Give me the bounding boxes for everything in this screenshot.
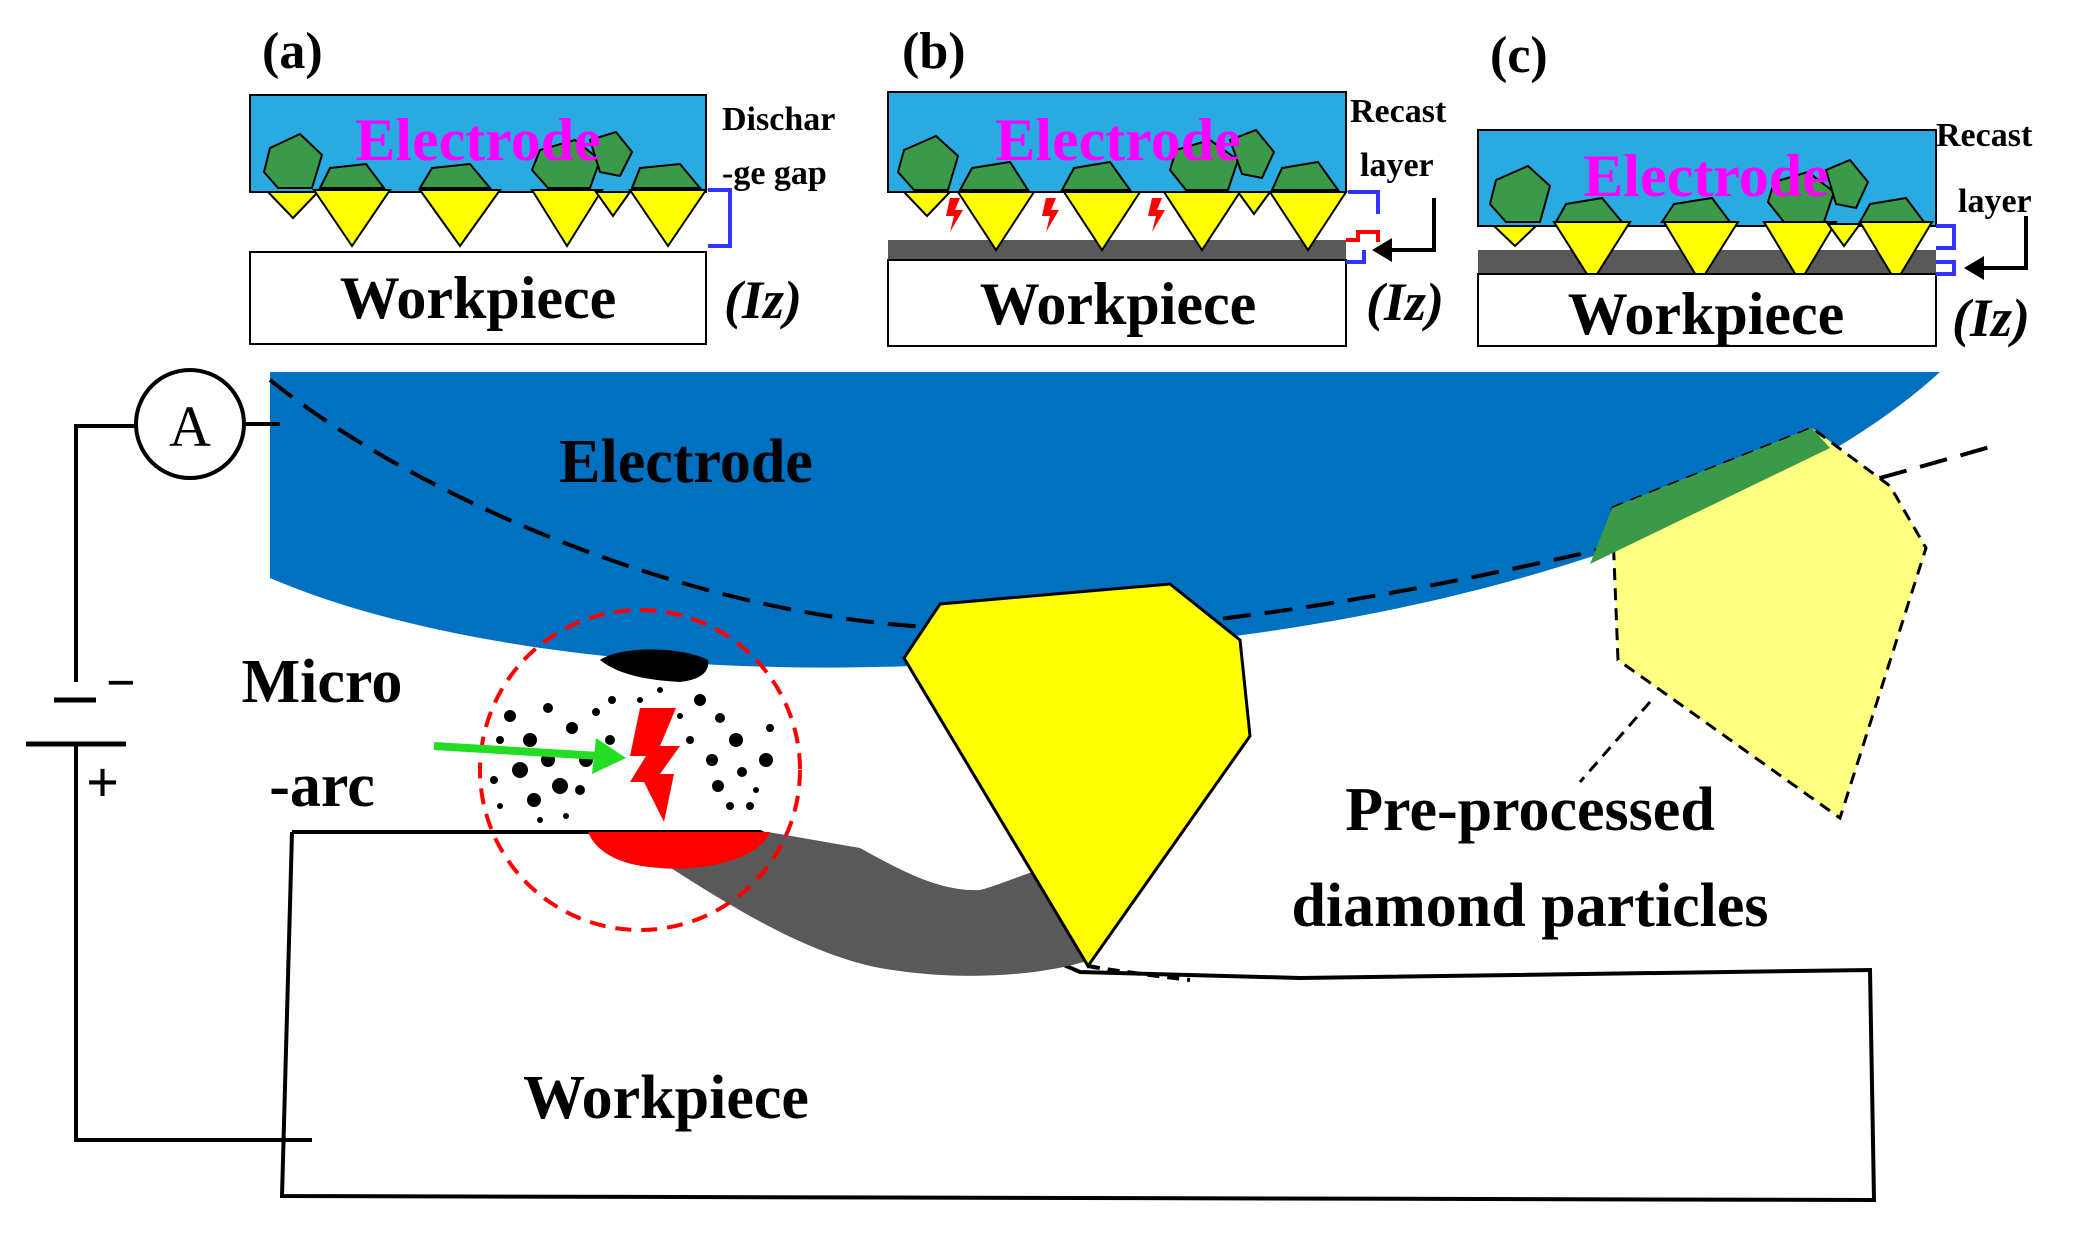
particles-label-2: diamond particles <box>1291 872 1768 940</box>
panel-b-side-line1: Recast <box>1350 93 1447 130</box>
panel-b-diamonds <box>901 191 1348 252</box>
panel-a-label: (a) <box>262 23 323 80</box>
molten-spot <box>588 832 770 869</box>
panel-c-gap-bracket-lower <box>1936 260 1956 276</box>
panel-a-gap-bracket <box>708 188 732 248</box>
panel-c-current: (Iz) <box>1952 288 2030 348</box>
panel-a-diamond-tops <box>262 130 703 189</box>
particles-pointer <box>1578 701 1652 783</box>
panel-b-label: (b) <box>902 23 966 80</box>
circuit-wire-top <box>74 424 136 682</box>
panel-c: (c) Electrode Workpiece Recast layer (Iz… <box>1477 27 2033 348</box>
battery-minus: − <box>106 655 136 712</box>
panel-c-label: (c) <box>1490 27 1548 84</box>
battery-plus: + <box>86 750 119 815</box>
panel-b-current: (Iz) <box>1366 272 1444 332</box>
panel-a-side-line2: -ge gap <box>722 155 827 192</box>
diamond-wear-dashed <box>1087 964 1191 982</box>
panel-b-pointer <box>1386 198 1436 252</box>
micro-arc-label-2: -arc <box>269 752 375 820</box>
panel-a-workpiece <box>249 251 707 345</box>
panel-b-recast-layer <box>888 240 1346 260</box>
panel-a-diamonds <box>265 189 708 248</box>
main-workpiece-label: Workpiece <box>523 1064 809 1132</box>
panel-c-workpiece-label: Workpiece <box>1568 281 1845 347</box>
panel-c-electrode-label: Electrode <box>1583 143 1828 209</box>
incoming-arrow-head <box>592 738 626 774</box>
panel-b-diamond-tops <box>896 128 1340 191</box>
panel-c-pointer <box>1980 216 2028 270</box>
panel-b: (b) Electrode Workpiece <box>887 23 1447 347</box>
panel-b-side-line2: layer <box>1360 147 1434 184</box>
ammeter-label: A <box>169 394 211 459</box>
preprocessed-diamond <box>1610 426 1928 821</box>
debris-particles <box>490 687 774 823</box>
micro-arc-spark <box>630 708 680 822</box>
ammeter <box>134 368 246 480</box>
panel-c-diamonds <box>1491 221 1934 284</box>
panel-a-current: (Iz) <box>724 270 802 330</box>
panel-c-diamond-tops <box>1488 158 1926 223</box>
micro-arc-zone <box>478 608 802 932</box>
panel-c-side-line1: Recast <box>1936 117 2033 154</box>
panel-b-recast-bracket <box>1346 230 1380 242</box>
panel-b-workpiece-label: Workpiece <box>980 271 1257 337</box>
micro-arc-label-1: Micro <box>242 648 403 716</box>
panel-a-side-line1: Dischar <box>722 101 835 138</box>
main-electrode-label: Electrode <box>559 428 813 496</box>
main-recast-layer <box>640 832 1090 976</box>
main-diamond-particle <box>902 582 1252 969</box>
panel-a-electrode-label: Electrode <box>355 107 600 173</box>
circuit-wire-bottom <box>74 744 312 1142</box>
incoming-arrow-shaft <box>433 742 601 760</box>
panel-b-pointer-head <box>1372 238 1392 262</box>
panel-a: (a) Electrode Workpiece Dischar -ge gap … <box>249 23 835 345</box>
panel-c-gap-bracket <box>1936 224 1956 250</box>
preprocessed-diamond-top <box>1590 428 1830 564</box>
particles-label-1: Pre-processed <box>1345 776 1715 844</box>
panel-b-gap-bracket <box>1348 190 1380 214</box>
panel-c-workpiece <box>1477 273 1937 347</box>
panel-a-workpiece-label: Workpiece <box>340 265 617 331</box>
debris-cap <box>600 649 709 682</box>
panel-c-pointer-head <box>1964 256 1984 280</box>
panel-b-gap-bracket-lower <box>1346 250 1366 264</box>
panel-c-side-line2: layer <box>1958 183 2032 220</box>
panel-b-workpiece <box>887 259 1347 347</box>
panel-b-electrode-label: Electrode <box>995 107 1240 173</box>
main-electrode <box>270 372 1940 668</box>
